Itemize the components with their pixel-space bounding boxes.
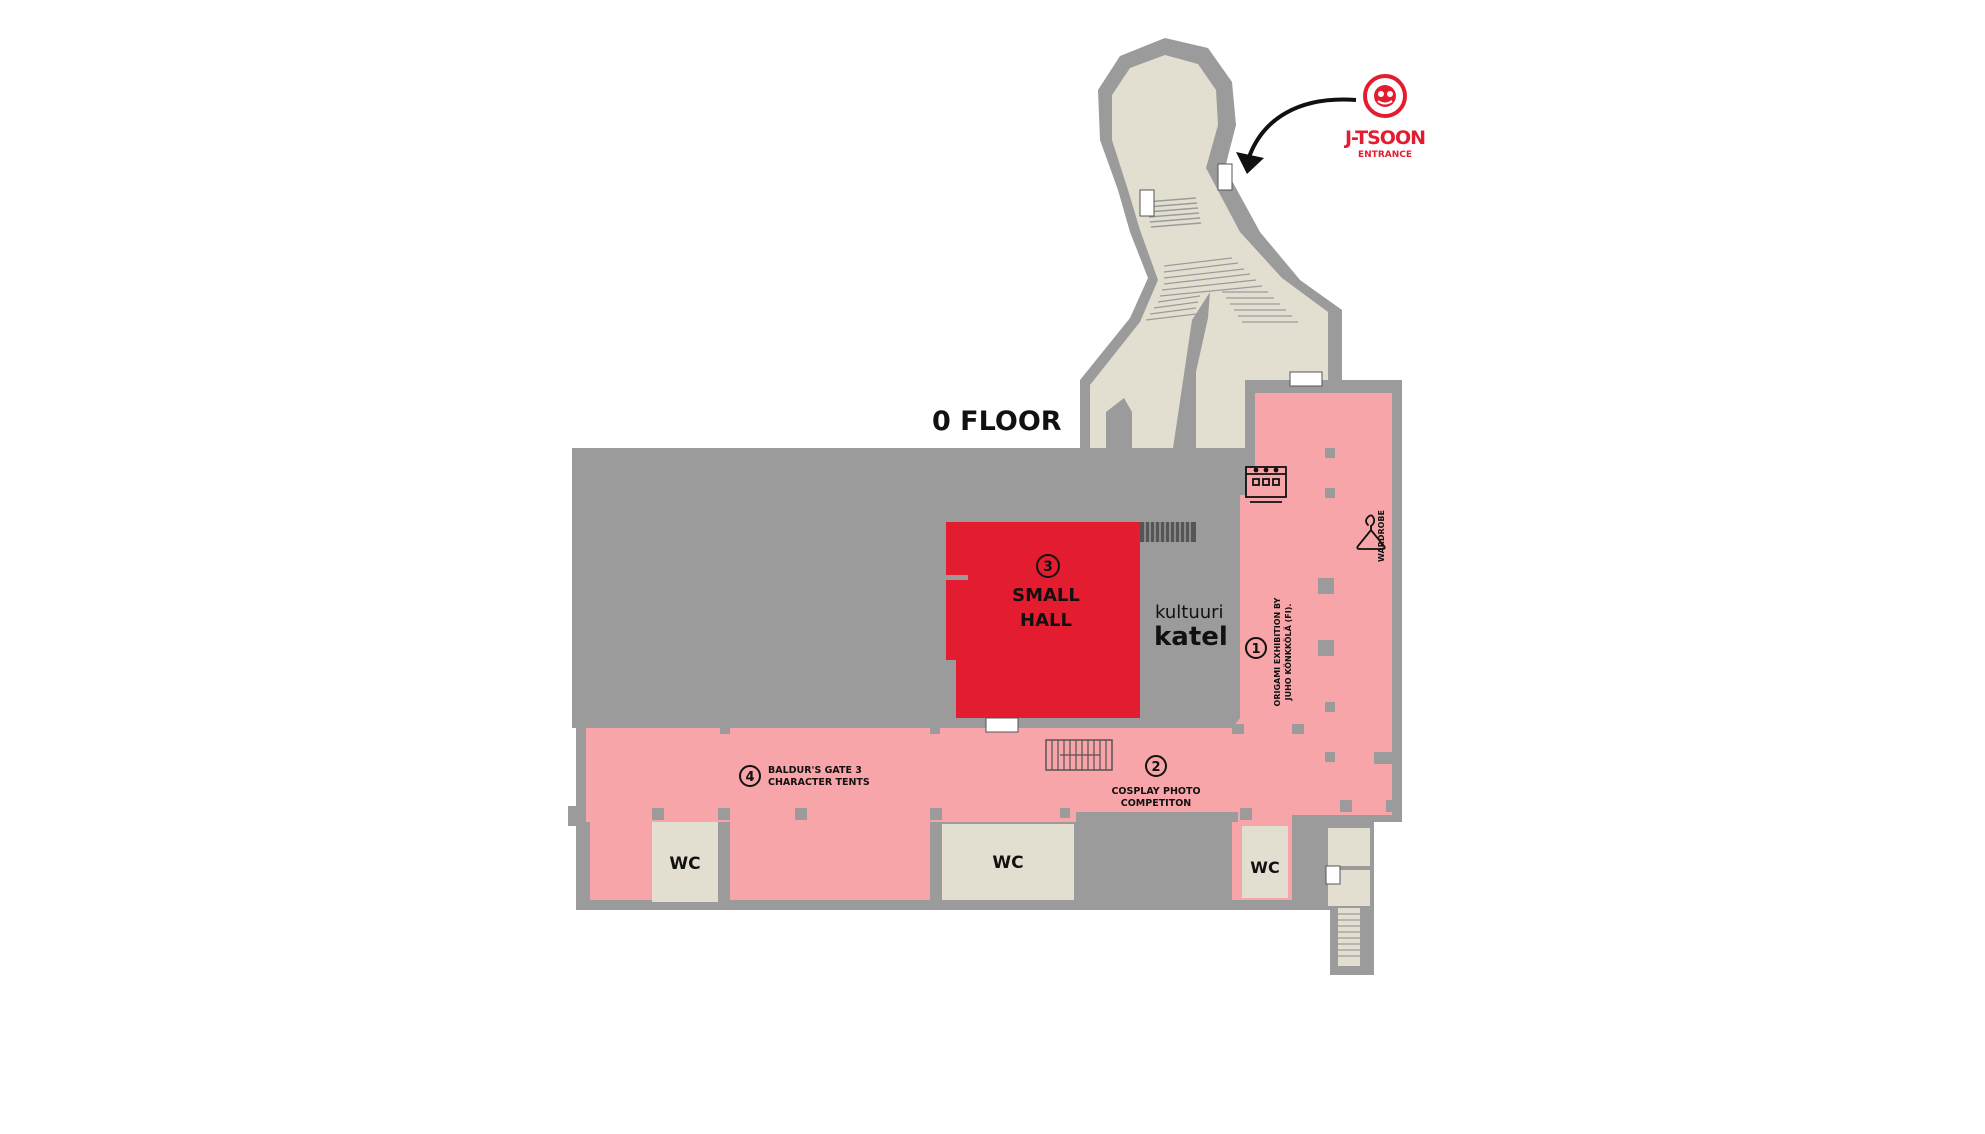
- poi-2-badge: [1145, 755, 1167, 777]
- south-room-west: [590, 822, 652, 900]
- poi-4-label-line1: BALDUR'S GATE 3: [768, 765, 862, 776]
- east-wing-floor: [1232, 393, 1392, 900]
- j-tsoon-logo-icon: [1363, 74, 1407, 118]
- wardrobe-label: WARDROBE: [1377, 510, 1386, 562]
- small-hall-label-line1: SMALL: [1012, 585, 1080, 606]
- small-hall-room[interactable]: 3 SMALL HALL: [946, 522, 1140, 718]
- poi-1-number: 1: [1251, 642, 1260, 657]
- tower-door-east: [1217, 163, 1233, 191]
- corridor-staircase: [1045, 739, 1113, 771]
- poi-4-number: 4: [745, 770, 754, 785]
- small-hall-door: [985, 717, 1019, 733]
- entrance-brand: J-TSOON: [1343, 127, 1425, 149]
- poi-2-label-line2: COMPETITON: [1121, 798, 1192, 809]
- poi-4-label-line2: CHARACTER TENTS: [768, 777, 870, 788]
- tower-wing: [1080, 38, 1342, 455]
- wc-label-east: WC: [1250, 858, 1279, 877]
- poi-2-number: 2: [1151, 760, 1160, 775]
- wc-label-middle: WC: [992, 853, 1023, 873]
- south-east-stairwell: [1325, 828, 1370, 966]
- poi-1-badge: [1245, 637, 1267, 659]
- poi-cosplay-competition[interactable]: 2 COSPLAY PHOTO COMPETITON: [1111, 755, 1201, 809]
- wc-room-east[interactable]: WC: [1242, 826, 1288, 898]
- entrance-arrow: [1246, 97, 1357, 161]
- tower-stairs-upper: [1145, 197, 1202, 228]
- tower-door-west: [1139, 189, 1155, 217]
- wc-room-west[interactable]: WC: [652, 822, 718, 902]
- south-room-middle: [730, 822, 930, 900]
- poi-2-label-line1: COSPLAY PHOTO: [1111, 786, 1200, 797]
- poi-4-badge: [739, 765, 761, 787]
- small-hall-number: 3: [1043, 559, 1053, 575]
- hanger-icon: [1356, 514, 1386, 550]
- wc-label-west: WC: [669, 854, 700, 874]
- entrance-label: ENTRANCE: [1358, 150, 1412, 160]
- poi-baldurs-gate-tents[interactable]: 4 BALDUR'S GATE 3 CHARACTER TENTS: [739, 765, 870, 788]
- hall-staircase: [1140, 522, 1196, 542]
- small-hall-number-badge: [1036, 554, 1060, 578]
- wardrobe[interactable]: WARDROBE: [1356, 510, 1386, 562]
- entrance-arrow-head: [1236, 152, 1264, 174]
- shop-icon: [1245, 466, 1287, 503]
- small-hall-area[interactable]: [946, 522, 1140, 718]
- j-tsoon-entrance[interactable]: J-TSOON ENTRANCE: [1236, 74, 1426, 174]
- venue-logo: kultuuri katel: [1154, 602, 1228, 652]
- tower-inner-floor: [1090, 55, 1328, 455]
- wc-room-middle[interactable]: WC: [942, 824, 1074, 900]
- east-wing-door: [1289, 371, 1323, 387]
- pillars: [652, 448, 1394, 820]
- poi-origami-exhibition[interactable]: 1 ORIGAMI EXHIBITION BY JUHO KÖNKKÖLÄ (F…: [1245, 597, 1293, 706]
- poi-1-label-line2: JUHO KÖNKKÖLÄ (FI).: [1283, 604, 1293, 702]
- small-hall-label-line2: HALL: [1020, 610, 1072, 631]
- venue-logo-line2: katel: [1154, 622, 1228, 652]
- floor-title: 0 FLOOR: [932, 406, 1062, 437]
- tower-stairs-lower: [1145, 257, 1298, 323]
- venue-logo-line1: kultuuri: [1155, 602, 1224, 623]
- poi-1-label-line1: ORIGAMI EXHIBITION BY: [1273, 597, 1282, 706]
